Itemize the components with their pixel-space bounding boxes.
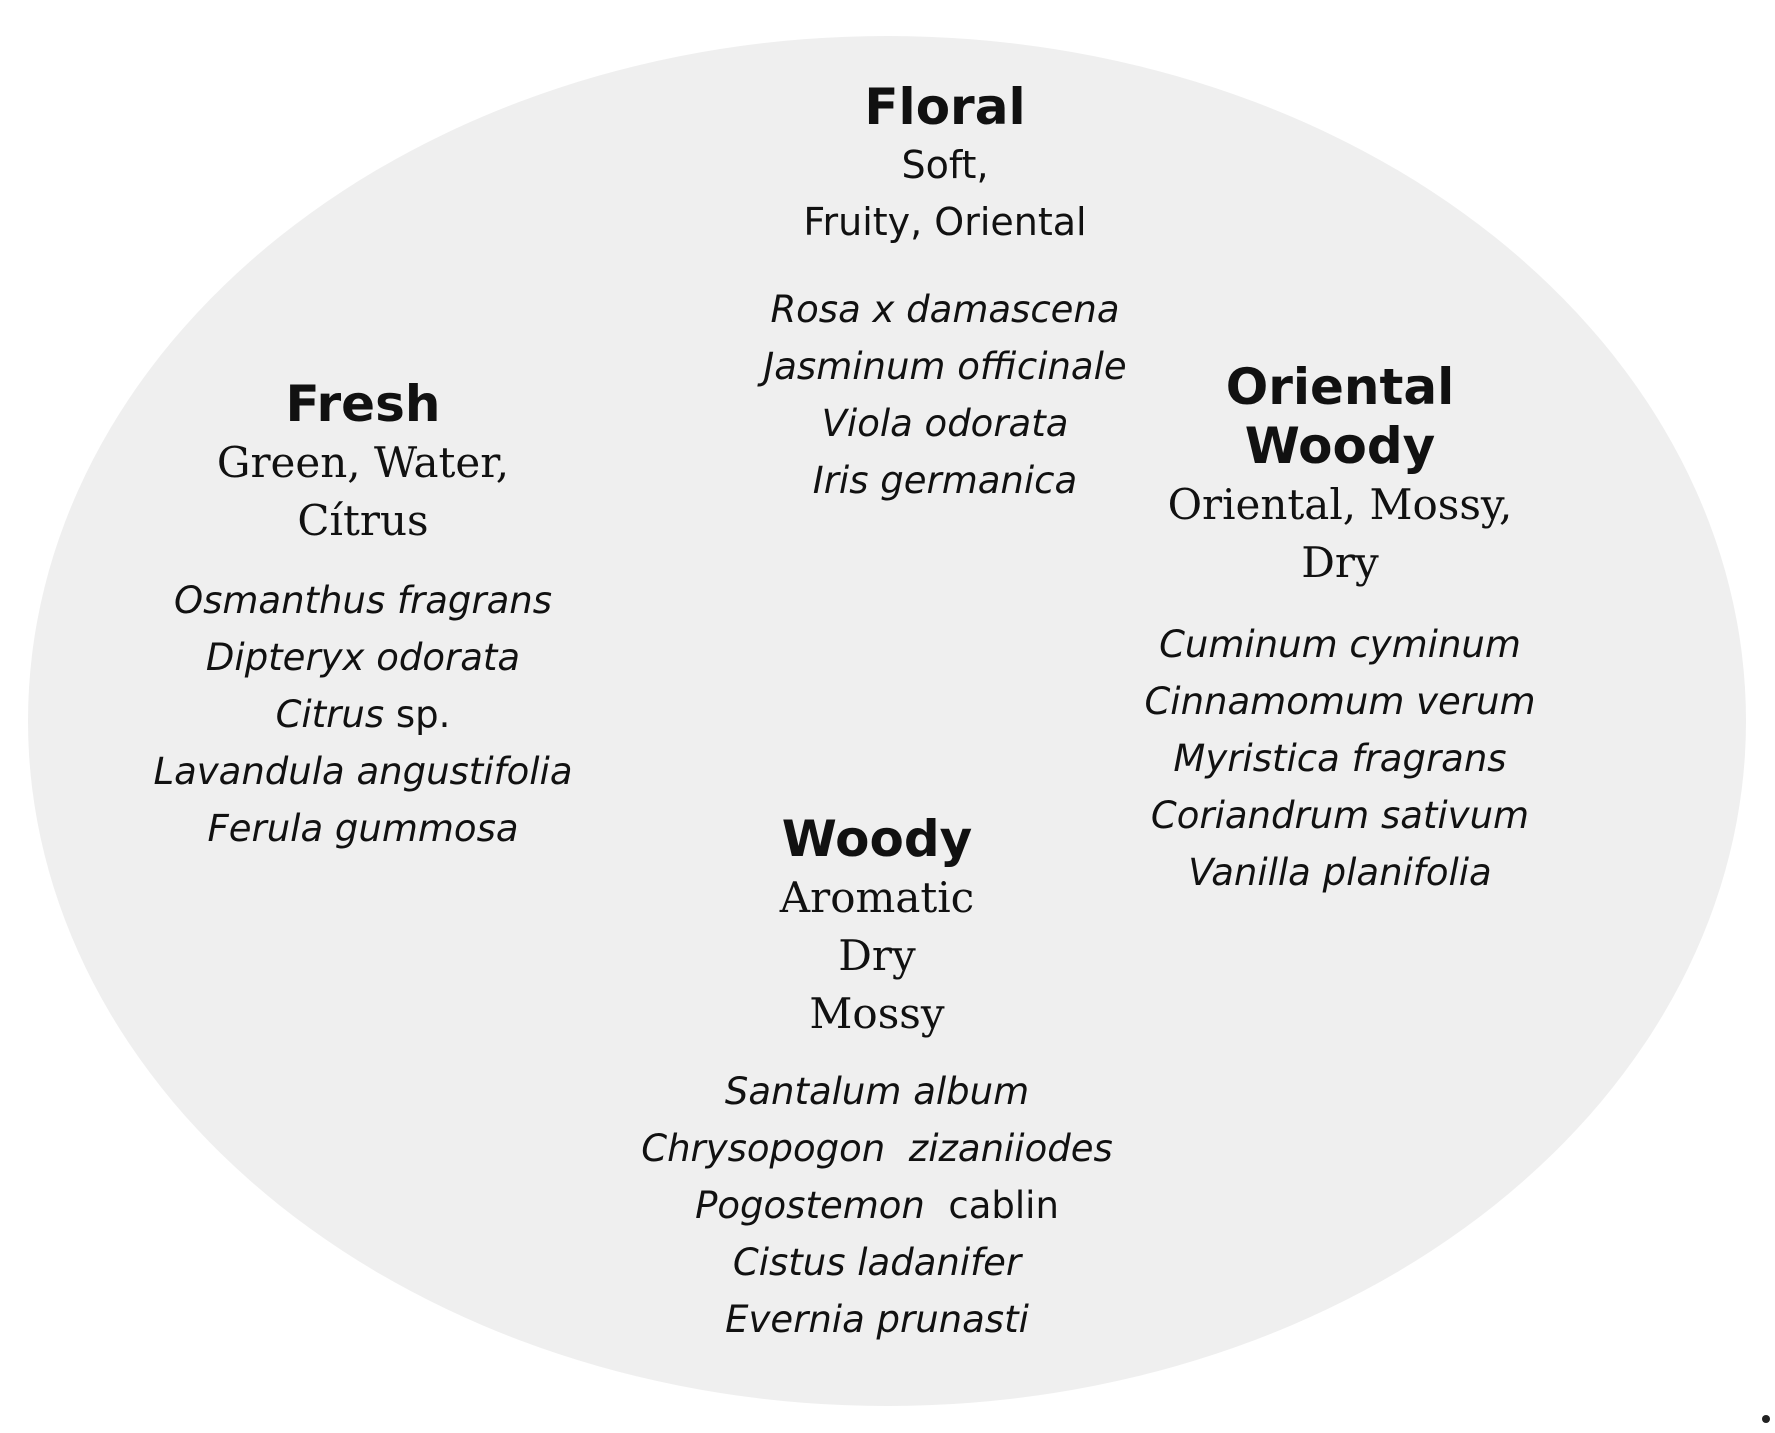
species-item: Lavandula angustifolia [154, 743, 573, 800]
species-epithet: ladanifer [857, 1240, 1022, 1284]
species-item: Citrus sp. [154, 686, 573, 743]
group-oriental-woody-description-line: Dry [1301, 537, 1379, 587]
species-genus: Lavandula [153, 749, 345, 793]
group-woody-description-line: Aromatic [779, 873, 975, 922]
group-oriental-woody: Oriental Woody Oriental, Mossy, Dry Cumi… [1144, 358, 1535, 901]
group-woody-title: Woody [641, 810, 1113, 869]
species-genus: Osmanthus [173, 578, 386, 622]
species-item: Rosa x damascena [763, 281, 1126, 338]
species-epithet: fragrans [397, 578, 553, 622]
group-oriental-woody-title-line: Woody [1244, 417, 1436, 475]
group-fresh: Fresh Green, Water, Cítrus Osmanthus fra… [154, 375, 573, 857]
group-woody-description: Aromatic Dry Mossy [641, 869, 1113, 1043]
species-genus: Cuminum [1159, 622, 1338, 666]
species-epithet: x damascena [872, 288, 1120, 331]
species-epithet: germanica [880, 459, 1078, 502]
species-genus: Cistus [732, 1240, 846, 1284]
species-genus: Viola [821, 402, 913, 445]
species-epithet: officinale [957, 345, 1127, 388]
species-genus: Vanilla [1188, 850, 1311, 894]
species-item: Myristica fragrans [1144, 730, 1535, 787]
species-genus: Pogostemon [695, 1183, 925, 1227]
group-fresh-title-line: Fresh [285, 375, 441, 433]
group-fresh-title: Fresh [154, 375, 573, 434]
species-epithet: album [913, 1069, 1030, 1113]
species-item: Osmanthus fragrans [154, 572, 573, 629]
species-epithet: angustifolia [356, 749, 573, 793]
group-woody-description-line: Mossy [809, 988, 945, 1038]
species-item: Iris germanica [763, 452, 1126, 509]
species-item: Jasminum officinale [763, 338, 1126, 395]
species-item: Coriandrum sativum [1144, 787, 1535, 844]
species-epithet: sp. [395, 692, 451, 736]
species-item: Viola odorata [763, 395, 1126, 452]
species-item: Cinnamomum verum [1144, 673, 1535, 730]
species-item: Cuminum cyminum [1144, 616, 1535, 673]
group-fresh-species-list: Osmanthus fragrans Dipteryx odorata Citr… [154, 572, 573, 857]
group-floral-species-list: Rosa x damascena Jasminum officinale Vio… [763, 281, 1126, 509]
group-floral-description: Soft, Fruity, Oriental [763, 137, 1126, 251]
species-item: Pogostemon cablin [641, 1177, 1113, 1234]
species-genus: Santalum [724, 1069, 902, 1113]
species-genus: Chrysopogon [641, 1126, 886, 1170]
species-epithet: sativum [1380, 793, 1530, 837]
species-epithet: cablin [948, 1183, 1059, 1227]
species-epithet: gummosa [334, 806, 519, 850]
species-epithet: odorata [924, 402, 1069, 445]
species-genus: Coriandrum [1150, 793, 1370, 837]
species-genus: Jasminum [763, 345, 946, 388]
species-epithet: prunasti [876, 1297, 1029, 1341]
group-oriental-woody-description: Oriental, Mossy, Dry [1144, 476, 1535, 592]
group-floral-title: Floral [763, 78, 1126, 137]
group-floral-description-line: Soft, [901, 143, 989, 187]
species-epithet: cyminum [1349, 622, 1521, 666]
species-item: Dipteryx odorata [154, 629, 573, 686]
species-genus: Dipteryx [205, 635, 365, 679]
species-genus: Cinnamomum [1144, 679, 1405, 723]
group-oriental-woody-description-line: Oriental, Mossy, [1167, 480, 1513, 529]
species-genus: Evernia [725, 1297, 865, 1341]
group-fresh-description-line: Green, Water, [216, 438, 510, 487]
species-item: Ferula gummosa [154, 800, 573, 857]
species-item: Santalum album [641, 1063, 1113, 1120]
species-epithet: fragrans [1351, 736, 1507, 780]
species-epithet: planifolia [1322, 850, 1492, 894]
group-fresh-description: Green, Water, Cítrus [154, 434, 573, 550]
group-woody-title-line: Woody [781, 810, 973, 868]
group-floral: Floral Soft, Fruity, Oriental Rosa x dam… [763, 78, 1126, 509]
species-epithet: odorata [376, 635, 521, 679]
species-item: Cistus ladanifer [641, 1234, 1113, 1291]
species-genus: Ferula [207, 806, 324, 850]
species-epithet: zizaniiodes [908, 1126, 1113, 1170]
group-fresh-description-line: Cítrus [297, 495, 429, 545]
species-genus: Myristica [1173, 736, 1340, 780]
species-epithet: verum [1416, 679, 1536, 723]
group-oriental-woody-title-line: Oriental [1225, 358, 1455, 416]
species-genus: Citrus [275, 692, 385, 736]
species-item: Vanilla planifolia [1144, 844, 1535, 901]
group-oriental-woody-title: Oriental Woody [1144, 358, 1535, 476]
species-genus: Iris [812, 459, 869, 502]
group-woody-species-list: Santalum album Chrysopogon zizaniiodes P… [641, 1063, 1113, 1348]
fragrance-family-ellipse [28, 36, 1746, 1406]
species-item: Evernia prunasti [641, 1291, 1113, 1348]
group-floral-title-line: Floral [864, 78, 1026, 136]
group-woody: Woody Aromatic Dry Mossy Santalum album … [641, 810, 1113, 1348]
group-oriental-woody-species-list: Cuminum cyminum Cinnamomum verum Myristi… [1144, 616, 1535, 901]
group-floral-description-line: Fruity, Oriental [803, 200, 1087, 244]
species-genus: Rosa [770, 288, 861, 331]
group-woody-description-line: Dry [838, 930, 916, 980]
species-item: Chrysopogon zizaniiodes [641, 1120, 1113, 1177]
corner-dot [1762, 1415, 1770, 1423]
